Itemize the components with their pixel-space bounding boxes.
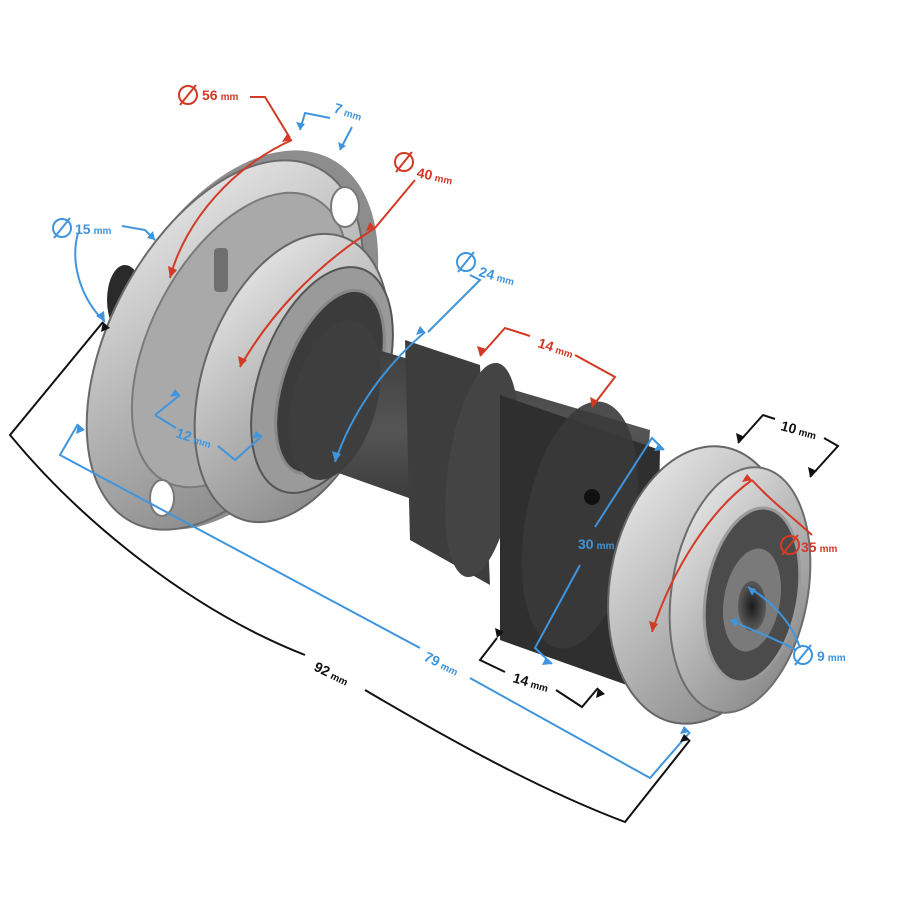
arrow-head (416, 326, 425, 335)
arrow-head (252, 431, 262, 439)
arrow-head (495, 628, 504, 638)
arrow-head (101, 322, 110, 332)
arrow-head (238, 356, 247, 367)
diameter-symbols (52, 84, 813, 666)
camshaft-illustration (85, 150, 812, 725)
label-overall-length: 92mm (312, 658, 352, 688)
diameter-symbol-icon (52, 217, 72, 239)
arrow-head (477, 346, 486, 356)
arrow-head (736, 433, 745, 443)
small-bearing (607, 445, 812, 725)
arrow-head (590, 397, 598, 407)
label-flange-thickness: 7mm (332, 100, 364, 124)
label-lobe-length-bottom: 14mm (511, 670, 550, 695)
arrow-head (296, 122, 305, 130)
arrow-head (170, 389, 180, 397)
arrow-head (680, 726, 690, 734)
flange-hole-top (330, 186, 360, 228)
arrow-head (168, 266, 177, 278)
label-lobe-length-top: 14mm (536, 335, 576, 361)
label-small-bearing-width: 10mm (779, 417, 818, 442)
arrow-head (338, 142, 346, 150)
diameter-symbol-icon (178, 84, 198, 106)
arrow-head (680, 734, 690, 742)
label-large-bearing-diameter: 40mm (415, 164, 454, 187)
arrow-head (649, 621, 658, 632)
label-shaft-diameter: 24mm (477, 263, 516, 288)
arrowheads (76, 122, 817, 742)
oil-hole (584, 489, 600, 505)
arrow-head (654, 443, 664, 451)
arrow-head (147, 231, 155, 240)
arrow-head (366, 222, 375, 231)
arrow-head (76, 424, 85, 434)
arrow-head (542, 657, 552, 665)
diameter-symbol-icon (394, 151, 414, 173)
arrow-head (748, 587, 756, 596)
arrow-head (808, 467, 817, 477)
diameter-symbol-icon (780, 534, 800, 556)
arrow-head (282, 134, 292, 142)
arrow-head (742, 474, 752, 482)
diameter-symbol-icon (456, 251, 476, 273)
arrow-head (332, 451, 341, 462)
arrow-head (730, 618, 738, 627)
label-inner-length: 79mm (422, 648, 462, 678)
diameter-symbol-icon (793, 644, 813, 666)
arrow-head (96, 311, 105, 322)
arrow-head (596, 688, 605, 698)
label-large-bearing-width: 12mm (174, 425, 214, 451)
